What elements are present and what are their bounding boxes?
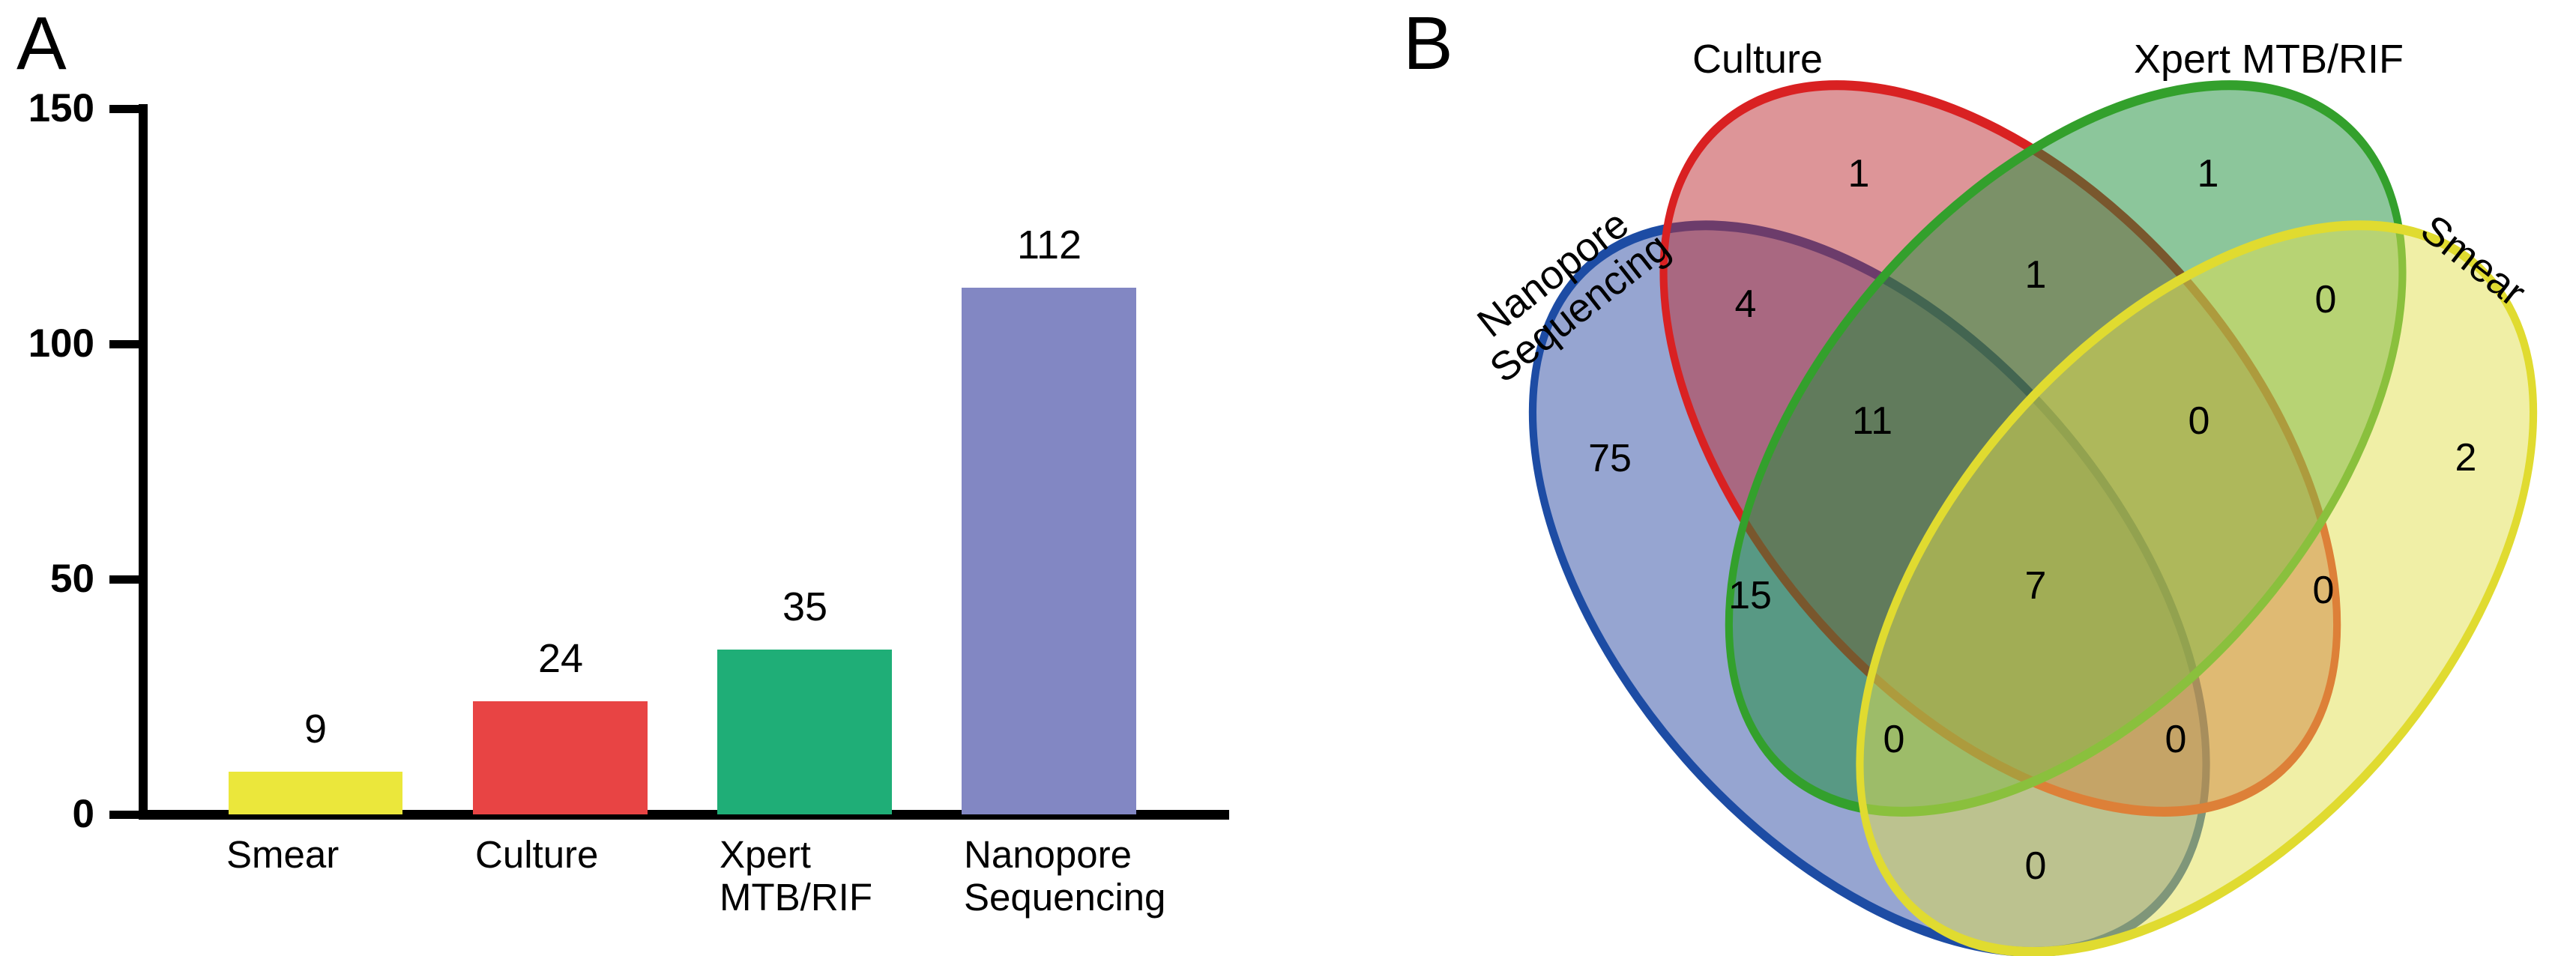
bar-value-culture: 24 <box>537 636 584 681</box>
venn-count-nanopore-only: 75 <box>1588 437 1632 480</box>
y-tick-label-150: 150 <box>28 86 94 130</box>
venn-count-nanopore-culture: 4 <box>1734 282 1757 326</box>
cat-label-culture: Culture <box>475 833 599 876</box>
bar-value-smear: 9 <box>304 707 328 751</box>
bar-value-nanopore: 112 <box>1016 223 1082 267</box>
bar-xpert-mtb-rif <box>717 650 892 814</box>
venn-label-xpert-mtb-rif: Xpert MTB/RIF <box>2133 37 2404 82</box>
cat-label-nanopore-sequencing: Nanopore Sequencing <box>964 833 1166 919</box>
y-tick-label-50: 50 <box>50 557 94 601</box>
bar-value-xpert: 35 <box>782 584 828 629</box>
x-axis-line <box>139 810 1229 820</box>
y-tick-0 <box>109 811 139 819</box>
venn-count-culture-only: 1 <box>1847 152 1870 196</box>
y-axis-line <box>139 104 148 820</box>
bar-nanopore-sequencing <box>962 288 1136 814</box>
venn-count-culture-smear: 0 <box>2312 569 2335 612</box>
panel-b-letter: B <box>1403 1 1453 85</box>
venn-count-xpert-smear: 0 <box>2314 278 2337 321</box>
venn-count-smear-only: 2 <box>2455 436 2477 479</box>
venn-count-xpert-only: 1 <box>2197 152 2219 196</box>
cat-label-xpert-mtb-rif: Xpert MTB/RIF <box>720 833 872 919</box>
y-tick-50 <box>109 575 139 584</box>
y-tick-label-100: 100 <box>28 321 94 366</box>
venn-count-nanopore-culture-xpert: 11 <box>1852 399 1892 443</box>
venn-count-all-four: 7 <box>2024 564 2047 608</box>
panel-a-letter: A <box>16 1 67 85</box>
y-tick-150 <box>109 105 139 113</box>
venn-count-culture-xpert: 1 <box>2024 253 2047 297</box>
bar-smear <box>229 772 402 814</box>
bar-culture <box>473 701 648 814</box>
venn-label-culture: Culture <box>1692 37 1824 82</box>
venn-count-nanopore-xpert-smear: 0 <box>1883 718 1905 761</box>
y-tick-label-0: 0 <box>72 792 94 836</box>
cat-label-smear: Smear <box>226 833 340 876</box>
venn-count-nanopore-smear: 0 <box>2024 844 2047 888</box>
venn-diagram <box>1528 80 2538 956</box>
venn-count-nanopore-culture-smear: 0 <box>2165 718 2187 761</box>
venn-count-culture-xpert-smear: 0 <box>2188 399 2210 443</box>
venn-count-nanopore-xpert: 15 <box>1728 574 1772 617</box>
y-tick-100 <box>109 340 139 348</box>
venn-ellipse-smear <box>1856 220 2538 956</box>
